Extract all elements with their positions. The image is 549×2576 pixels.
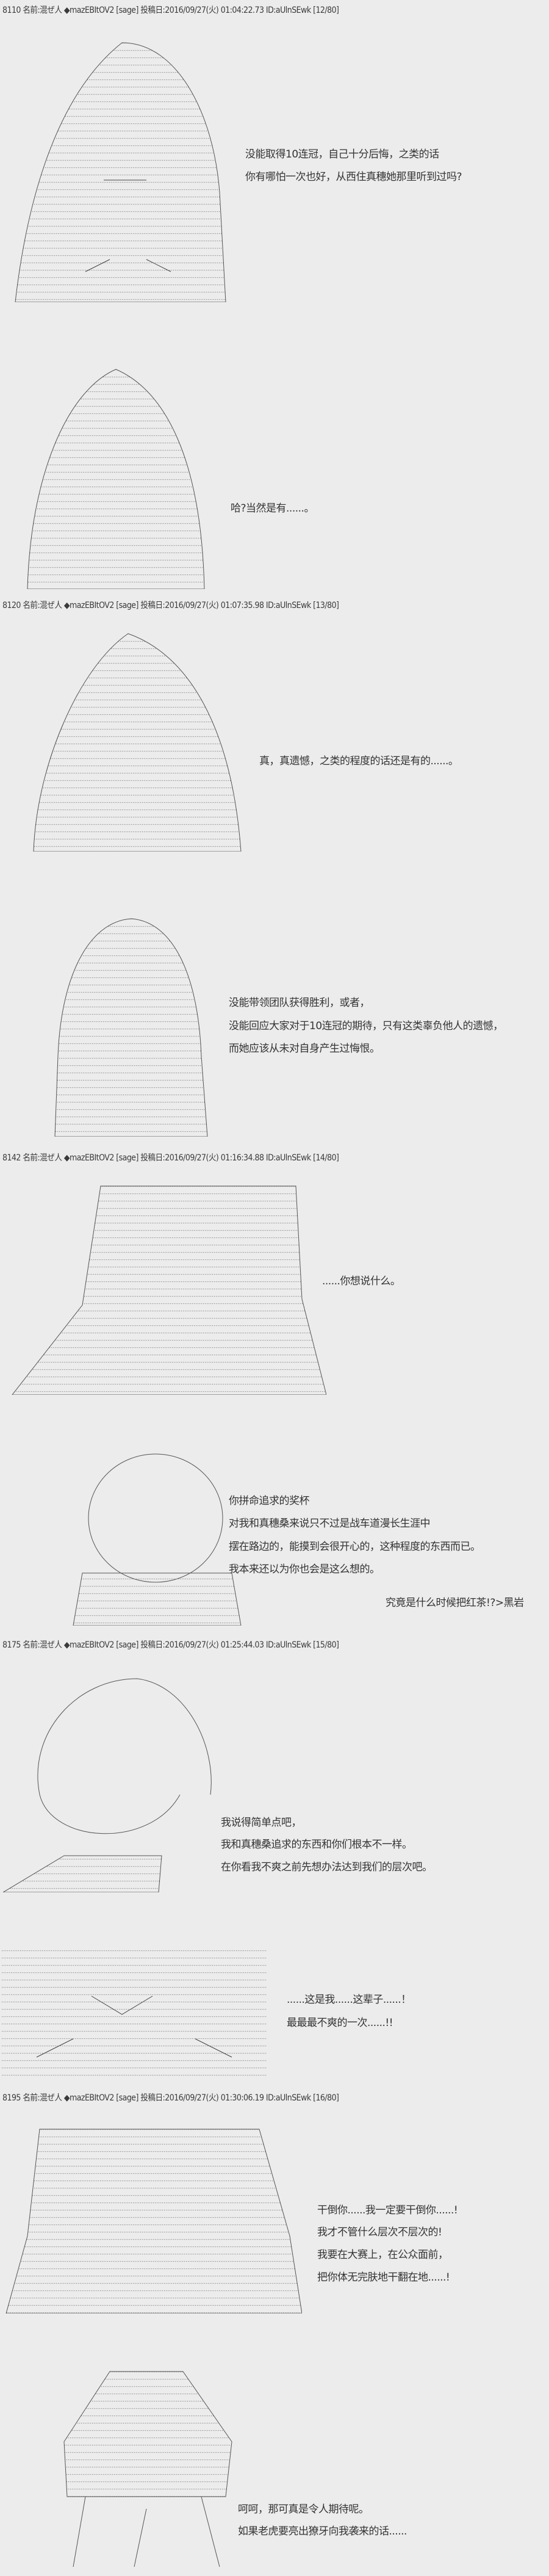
dialogue-line: 我说得简单点吧， xyxy=(221,1817,302,1829)
ascii-art-character xyxy=(61,2368,235,2567)
dialogue-line: 对我和真穗桑来说只不过是战车道漫长生涯中 xyxy=(229,1518,431,1530)
dialogue-line: 你拼命追求的奖杯 xyxy=(229,1495,310,1507)
ascii-art-character xyxy=(9,1183,326,1395)
dialogue-line: 没能取得10连冠，自己十分后悔，之类的话 xyxy=(245,148,439,161)
dialogue-line: ......你想说什么。 xyxy=(322,1275,401,1287)
post-header: 8142 名前:混ぜ人 ◆mazEBItOV2 [sage] 投稿日:2016/… xyxy=(2,1153,339,1163)
dialogue-line: 我要在大赛上，在公众面前， xyxy=(317,2249,448,2261)
dialogue-line: 我才不管什么层次不层次的! xyxy=(317,2226,442,2238)
ascii-art-character xyxy=(24,366,207,589)
dialogue-line: 没能回应大家对于10连冠的期待，只有这类辜负他人的遗憾， xyxy=(229,1020,503,1032)
post-header: 8195 名前:混ぜ人 ◆mazEBItOV2 [sage] 投稿日:2016/… xyxy=(2,2093,339,2103)
dialogue-line: 如果老虎要亮出獠牙向我袭来的话...... xyxy=(238,2525,407,2538)
dialogue-line: 而她应该从未对自身产生过悔恨。 xyxy=(229,1043,380,1055)
ascii-art-character xyxy=(30,631,244,852)
post-header: 8120 名前:混ぜ人 ◆mazEBItOV2 [sage] 投稿日:2016/… xyxy=(2,601,339,610)
ascii-art-character xyxy=(12,40,232,302)
aside-comment: 究竟是什么时候把红茶!?>黑岩 xyxy=(386,1597,524,1609)
ascii-art-character xyxy=(3,1673,217,1892)
ascii-art-character xyxy=(70,1451,244,1626)
dialogue-line: 呵呵，那可真是令人期待呢。 xyxy=(238,2503,369,2516)
post-header: 8110 名前:混ぜ人 ◆mazEBItOV2 [sage] 投稿日:2016/… xyxy=(2,5,339,15)
dialogue-line: 最最最不爽的一次......!! xyxy=(287,2017,393,2029)
dialogue-line: 我本来还以为你也会是这么想的。 xyxy=(229,1563,380,1576)
dialogue-line: 你有哪怕一次也好，从西住真穗她那里听到过吗? xyxy=(245,171,462,183)
ascii-art-character xyxy=(52,916,210,1137)
dialogue-line: 摆在路边的，能摸到会很开心的，这种程度的东西而已。 xyxy=(229,1541,481,1553)
post-header: 8175 名前:混ぜ人 ◆mazEBItOV2 [sage] 投稿日:2016/… xyxy=(2,1640,339,1650)
dialogue-line: 我和真穗桑追求的东西和你们根本不一样。 xyxy=(221,1839,412,1851)
dialogue-line: 干倒你......我一定要干倒你......! xyxy=(317,2204,458,2216)
dialogue-line: 把你体无完肤地干翻在地......! xyxy=(317,2271,450,2284)
ascii-art-character xyxy=(3,2126,302,2314)
ascii-art-character xyxy=(0,1947,268,2079)
dialogue-line: 没能带领团队获得胜利，或者， xyxy=(229,997,370,1009)
dialogue-line: 真，真遗憾，之类的程度的话还是有的......。 xyxy=(259,755,459,767)
dialogue-line: 哈?当然是有......。 xyxy=(231,502,314,515)
dialogue-line: 在你看我不爽之前先想办法达到我们的层次吧。 xyxy=(221,1861,432,1873)
dialogue-line: ......这是我......这辈子......！ xyxy=(287,1994,411,2006)
